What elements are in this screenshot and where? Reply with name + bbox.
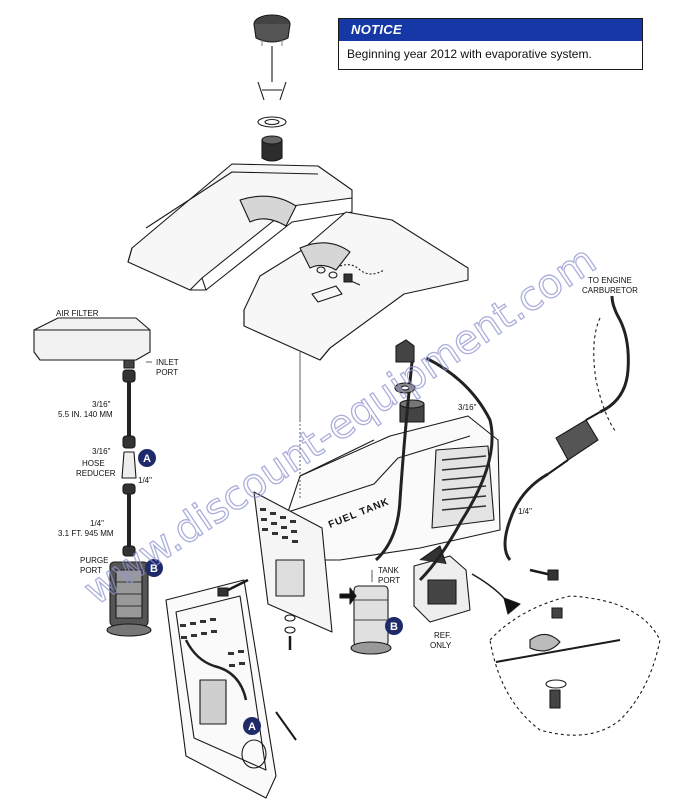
lower-hose-length: 3.1 FT. 945 MM: [58, 529, 114, 538]
reducer-inlet-size: 3/16": [92, 447, 111, 456]
callout-a-left: A: [138, 449, 156, 467]
purge-port-label-2: PORT: [80, 566, 102, 575]
to-engine-label-1: TO ENGINE: [588, 276, 632, 285]
vapor-hose-assembly: [121, 369, 137, 557]
front-panel: [165, 579, 297, 799]
purge-port-label-1: PURGE: [80, 556, 108, 565]
hose-reducer-label-1: HOSE: [82, 459, 105, 468]
tank-port-label-1: TANK: [378, 566, 399, 575]
tank-side-panel: [253, 491, 333, 633]
notice-box: NOTICE Beginning year 2012 with evaporat…: [338, 18, 643, 70]
vent-valve: [394, 339, 416, 394]
callout-b-left: B: [145, 559, 163, 577]
fuel-cap: [253, 14, 291, 128]
upper-shroud: [127, 135, 353, 291]
lower-shroud: [243, 211, 469, 361]
inlet-port-label-1: INLET: [156, 358, 179, 367]
detail-view-ref: [489, 595, 661, 736]
callout-a-bottom: A: [243, 717, 261, 735]
inlet-port-label-2: PORT: [156, 368, 178, 377]
tank-port-label-2: PORT: [378, 576, 400, 585]
svg-text:B: B: [390, 621, 398, 633]
charcoal-canister-center: [339, 585, 392, 655]
svg-text:B: B: [150, 563, 158, 575]
svg-text:A: A: [143, 453, 151, 465]
fuel-valve-assembly: [413, 545, 521, 623]
upper-hose-size: 3/16": [92, 400, 111, 409]
shroud-bolt: [316, 266, 361, 286]
to-engine-label-2: CARBURETOR: [582, 286, 638, 295]
upper-hose-length: 5.5 IN. 140 MM: [58, 410, 113, 419]
callout-b-center: B: [385, 617, 403, 635]
ref-only-label-2: ONLY: [430, 641, 452, 650]
svg-text:A: A: [248, 721, 256, 733]
fuel-tank: [287, 399, 501, 561]
reducer-outlet-size: 1/4": [138, 476, 152, 485]
notice-text: Beginning year 2012 with evaporative sys…: [347, 47, 592, 61]
lower-hose-size: 1/4": [90, 519, 104, 528]
air-filter-label: AIR FILTER: [56, 309, 99, 318]
leader-lines: [146, 352, 373, 582]
charcoal-canister-left: [106, 561, 152, 637]
fuel-lines: [374, 295, 630, 582]
air-filter: [33, 317, 151, 369]
mounting-bolts: [217, 568, 559, 650]
line-size-1-4: 1/4": [518, 507, 532, 516]
ref-only-label-1: REF.: [434, 631, 451, 640]
fuel-filter: [547, 411, 601, 475]
line-size-3-16: 3/16": [458, 403, 477, 412]
notice-title: NOTICE: [339, 19, 642, 41]
hose-reducer-label-2: REDUCER: [76, 469, 116, 478]
